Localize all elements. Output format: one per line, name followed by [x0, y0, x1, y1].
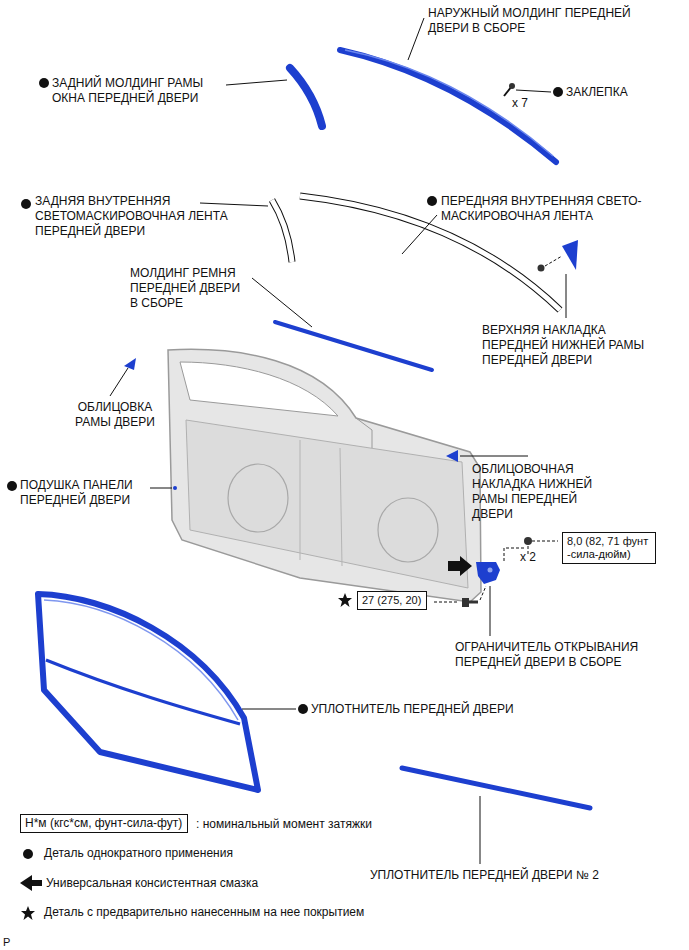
part-label: ПОДУШКА ПАНЕЛИ ПЕРЕДНЕЙ ДВЕРИ — [20, 478, 146, 508]
one-time-bullets — [7, 78, 563, 714]
part-label: ПЕРЕДНЯЯ ВНУТРЕННЯЯ СВЕТО- МАСКИРОВОЧНАЯ… — [441, 194, 685, 224]
torque-box: 8,0 (82, 71 фунт -сила-дюйм) — [562, 532, 656, 564]
leader-lines — [110, 18, 566, 864]
page-mark: P — [3, 935, 10, 950]
torque-box: Н*м (кгс*см, фунт-сила-фут) — [20, 814, 188, 833]
grease-arrow — [448, 556, 472, 576]
torque-value: 8,0 (82, 71 фунт -сила-дюйм) — [567, 535, 651, 561]
legend-text: Деталь с предварительно нанесенным на не… — [44, 905, 364, 919]
nut-symbol — [524, 537, 532, 545]
quantity-label: x 2 — [520, 550, 536, 565]
lower-garnish — [446, 450, 458, 462]
quantity-label: x 7 — [512, 96, 528, 111]
part-label: ВЕРХНЯЯ НАКЛАДКА ПЕРЕДНЕЙ НИЖНЕЙ РАМЫ ПЕ… — [482, 323, 654, 368]
part-label: ЗАДНИЙ МОЛДИНГ РАМЫ ОКНА ПЕРЕДНЕЙ ДВЕРИ — [52, 76, 237, 106]
part-label: ЗАДНЯЯ ВНУТРЕННЯЯ СВЕТОМАСКИРОВОЧНАЯ ЛЕН… — [35, 194, 230, 239]
torque-value: Н*м (кгс*см, фунт-сила-фут) — [25, 817, 183, 830]
rear-frame-molding — [290, 68, 322, 126]
torque-box: 27 (275, 20) — [357, 591, 427, 610]
legend-entry: Универсальная консистентная смазка — [46, 876, 258, 891]
legend-symbols — [20, 849, 42, 920]
panel-cushion — [173, 486, 177, 490]
door-panel — [168, 349, 481, 602]
part-label: НАРУЖНЫЙ МОЛДИНГ ПЕРЕДНЕЙ ДВЕРИ В СБОРЕ — [428, 6, 650, 36]
outside-molding — [340, 50, 556, 162]
weatherstrip-no2 — [402, 768, 590, 808]
legend-text: Универсальная консистентная смазка — [46, 876, 258, 890]
frame-garnish — [124, 358, 136, 370]
torque-value: 27 (275, 20) — [362, 594, 422, 607]
upper-garnish — [562, 240, 578, 270]
part-label: УПЛОТНИТЕЛЬ ПЕРЕДНЕЙ ДВЕРИ № 2 — [370, 868, 599, 883]
part-label: УПЛОТНИТЕЛЬ ПЕРЕДНЕЙ ДВЕРИ — [311, 702, 514, 717]
part-label: ЗАКЛЕПКА — [566, 85, 628, 100]
precoated-star — [338, 593, 352, 607]
legend-text: Деталь однократного применения — [44, 846, 233, 860]
door-checker — [476, 562, 500, 584]
legend-entry: Деталь однократного применения — [44, 846, 233, 861]
part-label: ОБЛИЦОВОЧНАЯ НАКЛАДКА НИЖНЕЙ РАМЫ ПЕРЕДН… — [472, 462, 602, 522]
rivet-symbol — [504, 83, 515, 96]
door-weatherstrip — [38, 594, 258, 790]
legend-text: : номинальный момент затяжки — [196, 817, 372, 831]
rear-inner-tape — [272, 200, 292, 262]
belt-molding — [275, 322, 432, 370]
part-label: МОЛДИНГ РЕМНЯ ПЕРЕДНЕЙ ДВЕРИ В СБОРЕ — [130, 266, 250, 311]
part-label: ОБЛИЦОВКА РАМЫ ДВЕРИ — [60, 400, 170, 430]
part-label: ОГРАНИЧИТЕЛЬ ОТКРЫВАНИЯ ПЕРЕДНЕЙ ДВЕРИ В… — [455, 640, 651, 670]
legend-entry: Деталь с предварительно нанесенным на не… — [44, 905, 364, 920]
bolt-symbol — [462, 598, 478, 607]
legend-entry: : номинальный момент затяжки — [196, 817, 372, 832]
